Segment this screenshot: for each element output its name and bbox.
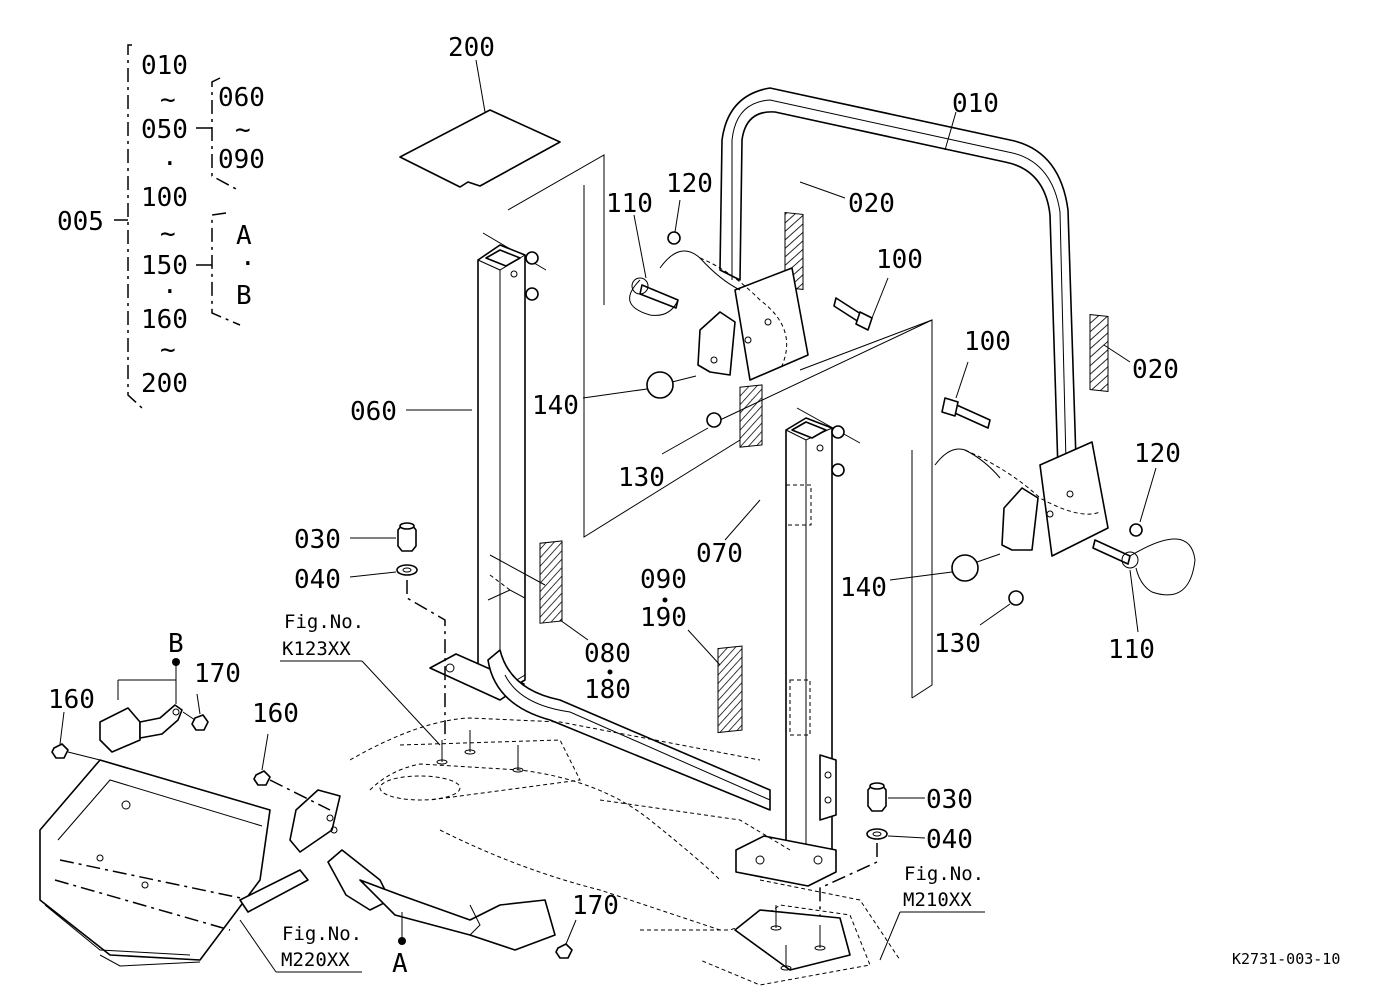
decal-190: [717, 645, 743, 734]
fig-ref-code: K123XX: [282, 638, 351, 660]
tree-sub-label: 060: [218, 83, 265, 113]
callout-070: 070: [696, 539, 743, 569]
cross-member: [487, 649, 771, 811]
callout-170: 170: [572, 891, 619, 921]
decal-070: [739, 384, 763, 448]
fig-ref-title: Fig.No.: [904, 863, 984, 885]
fig-ref-k123xx: Fig.No. K123XX: [280, 611, 441, 746]
seat-frame: [39, 759, 309, 967]
floor-deck: [349, 717, 901, 986]
decal-200: 200: [399, 33, 561, 188]
tree-variant-label: A: [236, 221, 252, 251]
tree-item-label: 050: [141, 115, 188, 145]
callout-b: B: [168, 629, 184, 659]
callout-110: 110: [606, 189, 653, 219]
callout-130: 130: [934, 629, 981, 659]
tree-item-label: 100: [141, 183, 188, 213]
tree-range-mark: ~: [160, 335, 176, 365]
callout-160: 160: [252, 699, 299, 729]
callout-100: 100: [964, 327, 1011, 357]
callout-180: 180: [584, 675, 631, 705]
callout-170: 170: [194, 659, 241, 689]
tree-separator-mark: ·: [162, 277, 178, 307]
callout-120: 120: [1134, 439, 1181, 469]
drawing-reference-number: K2731-003-10: [1232, 950, 1340, 968]
callout-140: 140: [532, 391, 579, 421]
fig-ref-title: Fig.No.: [282, 923, 362, 945]
callout-100: 100: [876, 245, 923, 275]
fasteners-030-040: 030 040 030 040: [294, 522, 973, 940]
tree-range-mark: ~: [160, 219, 176, 249]
callout-110: 110: [1108, 635, 1155, 665]
tree-item-label: 160: [141, 305, 188, 335]
fig-ref-title: Fig.No.: [284, 611, 364, 633]
callout-160: 160: [48, 685, 95, 715]
callout-030: 030: [926, 785, 973, 815]
decals-post: 070 080 180 090 190: [539, 384, 763, 734]
tree-range-mark: ~: [235, 115, 251, 145]
callout-010: 010: [952, 89, 999, 119]
callout-080: 080: [584, 639, 631, 669]
callout-130: 130: [618, 463, 665, 493]
hinge-bracket-left: 110 120 100 140 130: [532, 169, 923, 493]
callout-090: 090: [640, 565, 687, 595]
decal-020-right: [1089, 314, 1109, 393]
tree-item-label: 150: [141, 251, 188, 281]
rops-post-060: 060: [350, 244, 546, 701]
tree-range-mark: ~: [160, 85, 176, 115]
fig-ref-m220xx: Fig.No. M220XX: [239, 919, 362, 973]
callout-040: 040: [926, 825, 973, 855]
callout-040: 040: [294, 565, 341, 595]
callout-140: 140: [840, 573, 887, 603]
fig-ref-code: M210XX: [903, 889, 972, 911]
callout-020: 020: [1132, 355, 1179, 385]
tree-sub-label: 090: [218, 145, 265, 175]
tree-root-label: 005: [57, 207, 104, 237]
callout-030: 030: [294, 525, 341, 555]
rops-post-090: [735, 417, 845, 887]
tree-separator-mark: ·: [162, 149, 178, 179]
callout-060: 060: [350, 397, 397, 427]
fig-ref-m210xx: Fig.No. M210XX: [879, 863, 985, 961]
decal-080: [539, 540, 563, 624]
tree-variant-label: B: [236, 281, 252, 311]
parts-tree: 005 010 ~ 050 · 100 ~ 150 · 160 ~ 200 06…: [57, 44, 265, 409]
tree-separator-mark: ·: [240, 249, 256, 279]
tree-item-label: 010: [141, 51, 188, 81]
callout-190: 190: [640, 603, 687, 633]
fig-ref-code: M220XX: [281, 949, 350, 971]
callout-200: 200: [448, 33, 495, 63]
seat-belt-tongue-a: 170 A 160: [252, 699, 619, 979]
callout-120: 120: [666, 169, 713, 199]
callout-a: A: [392, 949, 408, 979]
hinge-bracket-right: 100 120 110 140 130: [840, 327, 1196, 665]
tree-item-label: 200: [141, 369, 188, 399]
callout-020: 020: [848, 189, 895, 219]
seat-belt-buckle-b: B 170 160: [48, 629, 241, 761]
